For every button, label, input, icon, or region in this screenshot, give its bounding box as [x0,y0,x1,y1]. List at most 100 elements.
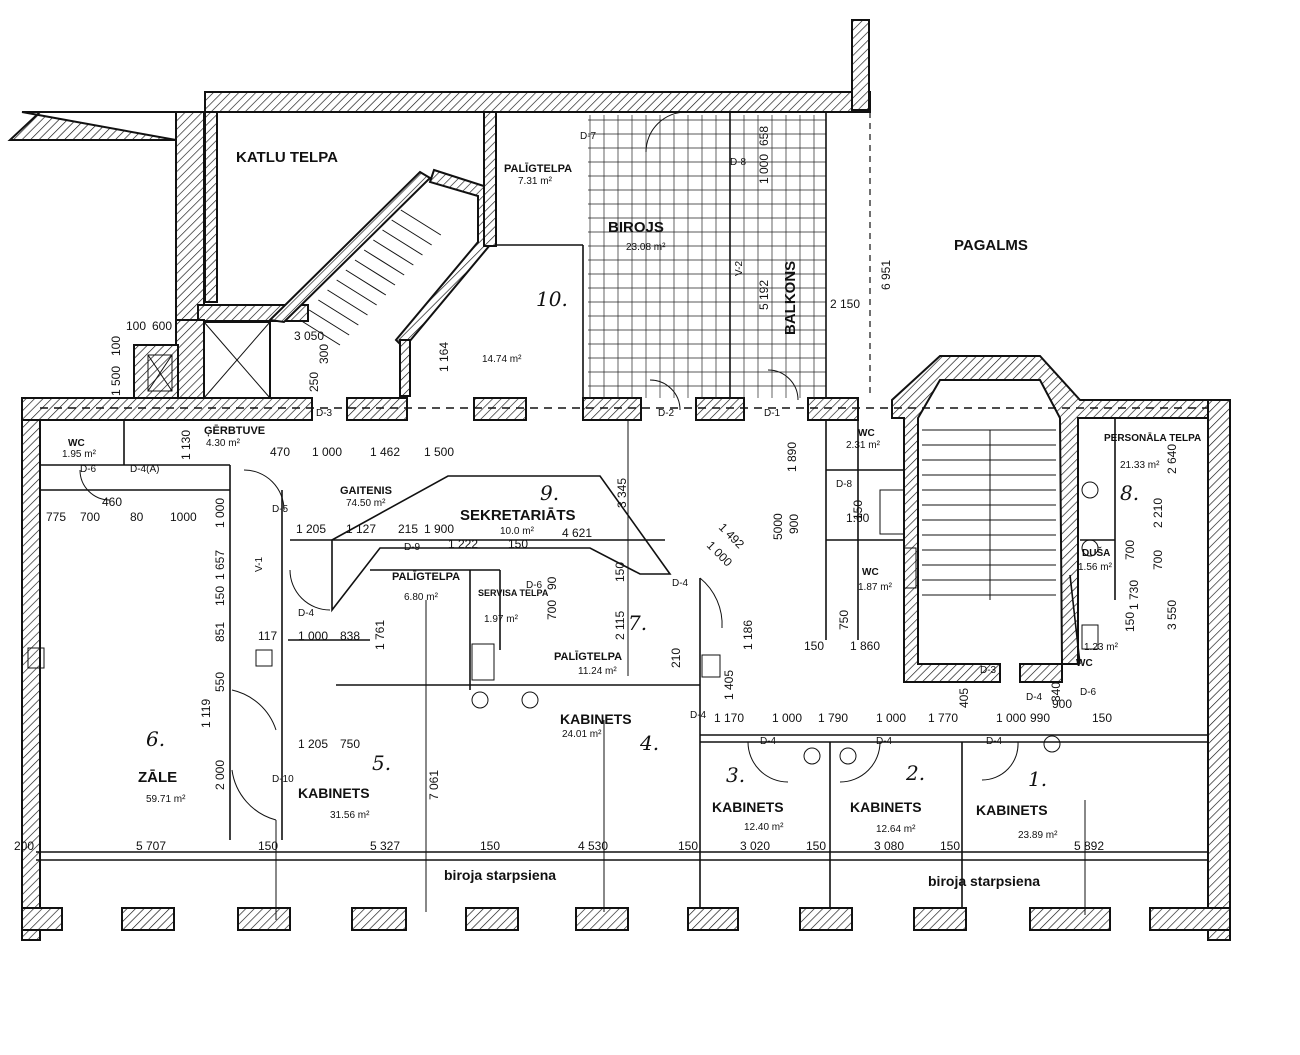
door-tag-d4-a: D-4 [298,608,315,619]
dim: 5000 [771,513,785,540]
room-katlu-telpa: KATLU TELPA [236,149,338,166]
door-tag-d1: D-1 [764,408,781,419]
room-personala-telpa: PERSONĀLA TELPA [1104,432,1201,444]
dim: 990 [1030,711,1050,725]
dim: 150 [806,839,826,853]
dim: 1 890 [785,442,799,472]
dim: 1 000 [772,711,802,725]
room-labels: KATLU TELPA PALĪGTELPA 7.31 m² BIROJS 23… [62,149,1201,841]
dim: 1 000 [298,629,328,643]
dim: 2 640 [1165,444,1179,474]
dim: 2 115 [613,611,627,640]
door-tag-d7: D-7 [580,131,597,142]
room-kabinets-1: KABINETS [976,802,1048,818]
dim: 150 [508,537,528,551]
room-number-4: 4. [639,731,659,755]
partition-labels: biroja starpsiena biroja starpsiena [444,867,1040,889]
dim: 340 [1049,682,1063,702]
dim: 700 [545,600,559,620]
dim: 405 [957,688,971,708]
door-tag-d8-b: D-8 [836,479,853,490]
dim: 1 000 [213,498,227,528]
dim: 1 657 [213,550,227,580]
dim: 750 [837,610,851,630]
dim: 838 [340,629,360,643]
dim: 3 345 [615,478,629,508]
area-wc-far: 1.23 m² [1084,642,1119,653]
room-number-8: 8. [1120,481,1139,505]
room-number-3: 3. [726,763,745,787]
dim: 550 [213,672,227,692]
dim: 1 164 [437,342,451,372]
dim: 1 500 [109,366,123,396]
dim: 150 [480,839,500,853]
dim: 3 550 [1165,600,1179,630]
room-balkons: BALKONS [782,261,799,335]
dim: 470 [270,445,290,459]
area-wc-left: 1.95 m² [62,449,97,460]
dim: 4 530 [578,839,608,853]
dim: 6 951 [879,260,893,290]
room-wc-left: WC [68,438,85,449]
door-tag-d3: D-3 [316,408,333,419]
dim: 150 [804,639,824,653]
dim: 5 707 [136,839,166,853]
area-kabinets-4: 24.01 m² [562,729,602,740]
dim: 3 080 [874,839,904,853]
room-number-5: 5. [372,751,391,775]
door-swings [79,111,1019,821]
dim: 1 000 [757,154,771,184]
dim: 117 [258,629,277,643]
room-zale: ZĀLE [138,769,177,786]
area-gaitenis: 74.50 m² [346,498,386,509]
room-kabinets-3: KABINETS [712,799,784,815]
door-tag-d10: D-10 [272,774,294,785]
room-paligtelpa-top: PALĪGTELPA [504,163,572,175]
room-wc-far: WC [1076,658,1093,669]
dim: 2 210 [1151,498,1165,528]
dim: 658 [757,126,771,146]
dim: 1 130 [179,430,193,460]
dim: 600 [152,319,172,333]
dim: 1 761 [373,620,387,650]
dim: 700 [1151,550,1165,570]
door-tag-d3-right: D-3 [980,665,997,676]
dim: 2 000 [213,760,227,790]
dim: 100 [126,319,146,333]
dim: 1 730 [1127,580,1141,610]
dim: 200 [14,839,34,853]
door-tag-d4a: D-4(A) [130,464,159,475]
room-kabinets-2: KABINETS [850,799,922,815]
window-tag-v2: V-2 [734,261,745,276]
dim: 1 000 [996,711,1026,725]
partition-label-right: biroja starpsiena [928,873,1040,889]
dim: 4 621 [562,526,592,540]
area-wc-right-2: 1.87 m² [858,582,893,593]
area-kabinets-3: 12.40 m² [744,822,784,833]
door-tag-d8: D-8 [730,157,747,168]
room-pagalms: PAGALMS [954,237,1028,254]
dim: 1.60 [846,511,870,525]
room-kabinets-5: KABINETS [298,785,370,801]
door-tag-d6-c: D-6 [1080,687,1097,698]
room-paligtelpa-mid: PALĪGTELPA [392,571,460,583]
dim: 1 205 [298,737,328,751]
dim: 215 [398,522,418,536]
door-tag-d6: D-6 [80,464,97,475]
area-kabinets-1: 23.89 m² [1018,830,1058,841]
dim: 1 860 [850,639,880,653]
door-tag-d6-b: D-6 [526,580,543,591]
room-wc-right: WC [858,428,875,439]
room-number-10: 10. [536,287,568,311]
area-wc-right: 2.31 m² [846,440,881,451]
dim: 460 [102,495,122,509]
dim: 250 [307,372,321,392]
room-number-9: 9. [540,481,559,505]
room-gaitenis: GAITENIS [340,485,392,497]
dim: 300 [317,344,331,364]
area-paligtelpa-mid: 6.80 m² [404,592,439,603]
dim: 210 [669,648,683,668]
dim: 2 150 [830,297,860,311]
fixtures [27,481,1099,765]
